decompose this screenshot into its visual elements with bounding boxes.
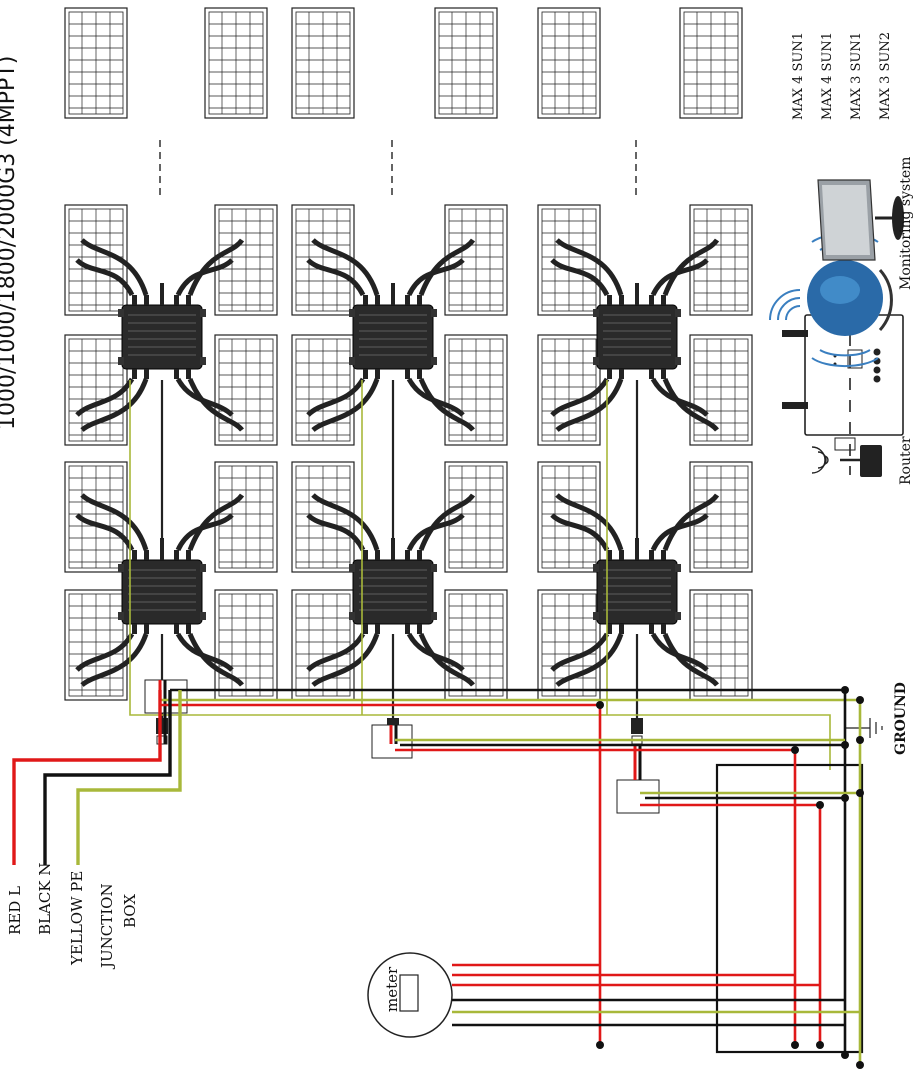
terminal-dots xyxy=(596,686,864,1069)
label-ground: GROUND xyxy=(893,682,909,755)
ground-symbol xyxy=(845,718,883,738)
monitor-icon xyxy=(817,179,904,261)
feed-wires xyxy=(160,688,862,1065)
label-meter: meter xyxy=(383,966,401,1012)
label-black: BLACK N xyxy=(36,863,54,935)
max-note-4: MAX 3 SUN2 xyxy=(878,32,893,120)
label-junction: JUNCTION xyxy=(98,883,116,970)
label-yellow: YELLOW PE xyxy=(68,871,86,966)
max-note-2: MAX 4 SUN1 xyxy=(820,32,835,120)
router-icon xyxy=(811,445,882,477)
continuation-dashes xyxy=(159,140,637,198)
inverters xyxy=(77,240,717,685)
trunk-cables xyxy=(160,380,639,720)
grid-wires xyxy=(12,690,182,865)
label-router: Router xyxy=(898,436,914,485)
label-red: RED L xyxy=(6,886,24,935)
diagram-title: 1000/1000/1800/2000G3 (4MPPT) xyxy=(0,56,20,430)
max-note-3: MAX 3 SUN1 xyxy=(849,32,864,120)
max-note-1: MAX 4 SUN1 xyxy=(791,32,806,120)
label-box: BOX xyxy=(121,894,139,928)
globe-icon xyxy=(807,232,893,368)
wifi-icon xyxy=(769,289,801,321)
max-notes: MAX 4 SUN1 MAX 4 SUN1 MAX 3 SUN1 MAX 3 S… xyxy=(791,32,893,120)
label-monitoring: Monitoring system xyxy=(898,157,914,290)
meter xyxy=(367,952,453,1038)
distribution-box xyxy=(715,763,864,1054)
meter-wires xyxy=(452,963,860,1027)
